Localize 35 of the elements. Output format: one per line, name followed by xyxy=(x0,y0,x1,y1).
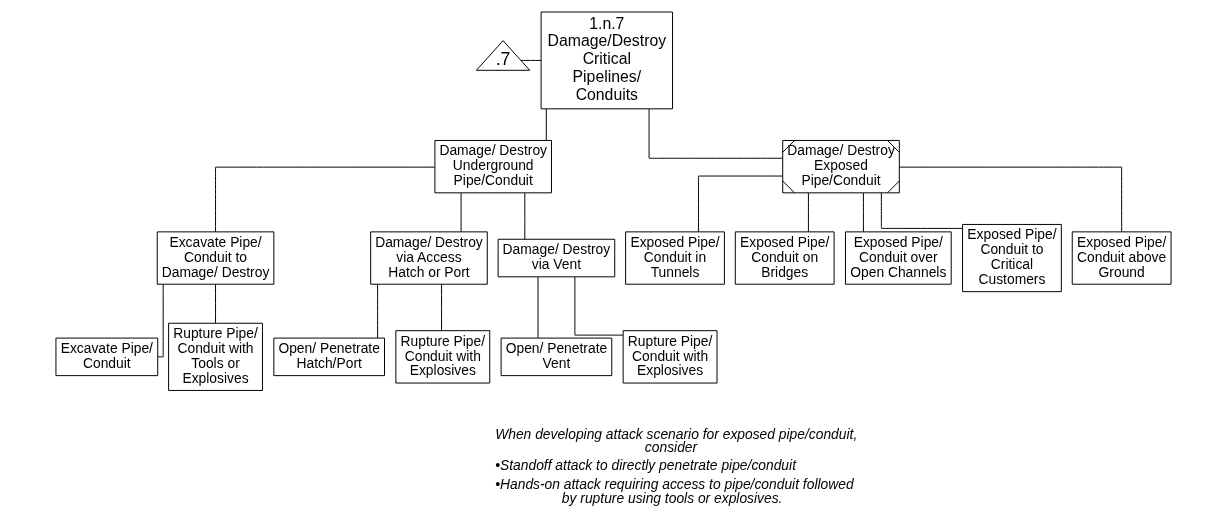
label: •Standoff attack to directly penetrate pipe/conduit xyxy=(494,457,796,474)
node-box: Excavate Pipe/ Conduit xyxy=(54,337,158,377)
label: •Hands-on attack requiring access to pipe/conduit followed by rupture using tools or explosives. xyxy=(494,475,854,506)
node-box: Exposed Pipe/ Conduit above Ground xyxy=(1071,231,1172,285)
connector xyxy=(648,108,783,159)
node-box: Rupture Pipe/ Conduit with Explosives xyxy=(394,330,490,384)
connector xyxy=(460,192,462,233)
node-box: Exposed Pipe/ Conduit over Open Channels xyxy=(844,231,952,285)
node-box: Exposed Pipe/ Conduit to Critical Customers xyxy=(961,223,1062,293)
node-box: Excavate Pipe/ Conduit to Damage/ Destroy xyxy=(156,231,274,285)
node-box: Exposed Pipe/ Conduit on Bridges xyxy=(734,231,835,285)
label: When developing attack scenario for exposed pipe/conduit, consider xyxy=(494,425,857,456)
node-box: Damage/ Destroy via Vent xyxy=(497,238,615,278)
connector xyxy=(807,192,809,233)
connector xyxy=(214,283,216,324)
connector xyxy=(537,276,538,339)
node-box: 1.n.7 Damage/Destroy Critical Pipelines/ Conduits xyxy=(540,11,673,110)
node-box: Open/ Penetrate Vent xyxy=(500,337,612,377)
node-box: Exposed Pipe/ Conduit in Tunnels xyxy=(624,231,725,285)
connector xyxy=(523,192,525,240)
connector xyxy=(376,283,378,339)
connector xyxy=(898,166,1122,233)
connector xyxy=(880,192,963,229)
connector xyxy=(440,283,442,331)
connector xyxy=(697,175,783,233)
connector xyxy=(214,166,435,233)
connector xyxy=(520,59,541,61)
node-box: Open/ Penetrate Hatch/Port xyxy=(272,337,385,377)
connector xyxy=(545,108,547,141)
node-box: Rupture Pipe/ Conduit with Tools or Explosives xyxy=(167,322,263,391)
node-box: Rupture Pipe/ Conduit with Explosives xyxy=(622,330,717,384)
node-box: Damage/ Destroy via Access Hatch or Port xyxy=(369,231,488,285)
connector xyxy=(573,276,624,336)
connector xyxy=(862,192,864,233)
node-box: Damage/ Destroy Underground Pipe/Conduit xyxy=(433,139,552,194)
